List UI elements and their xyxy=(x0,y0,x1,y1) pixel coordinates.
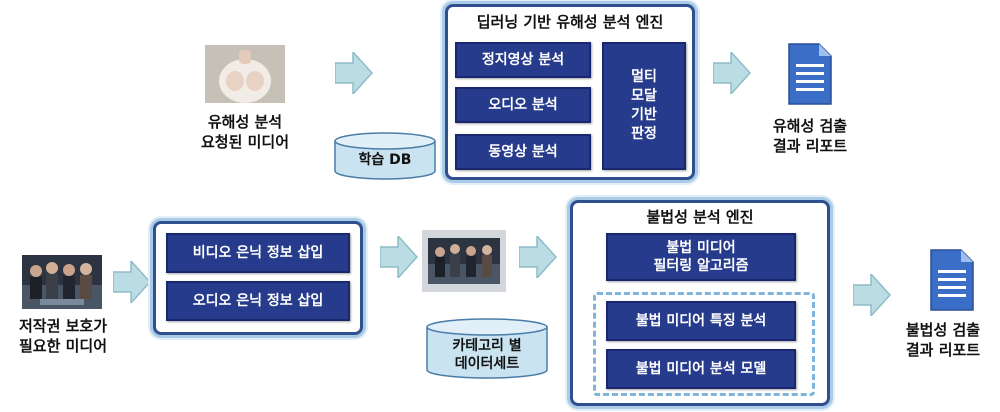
database-cylinder-icon xyxy=(334,132,436,180)
top-output-label: 유해성 검출 결과 리포트 xyxy=(772,117,848,155)
training-db-label: 학습 DB xyxy=(358,152,412,168)
embedded-media-photo xyxy=(422,230,506,292)
audio-hidden-info-insert-box: 오디오 은닉 정보 삽입 xyxy=(166,281,350,321)
bottom-output-label: 불법성 검출 결과 리포트 xyxy=(905,321,981,359)
still-image-analysis-box: 정지영상 분석 xyxy=(455,42,591,78)
video-analysis-box: 동영상 분석 xyxy=(455,134,591,170)
illegal-media-analysis-model-box: 불법 미디어 분석 모델 xyxy=(606,349,796,389)
copyright-media-photo xyxy=(22,255,102,309)
audio-analysis-box: 오디오 분석 xyxy=(455,87,591,123)
analysis-module-group xyxy=(593,292,815,396)
category-dataset-db: 카테고리 별 데이터세트 xyxy=(425,318,549,380)
right-arrow-icon xyxy=(380,236,418,278)
video-hidden-info-insert-box: 비디오 은닉 정보 삽입 xyxy=(166,233,350,273)
top-engine-title: 딥러닝 기반 유해성 분석 엔진 xyxy=(476,13,664,31)
top-input-label: 유해성 분석 요청된 미디어 xyxy=(200,113,290,151)
database-cylinder-icon xyxy=(426,318,548,379)
right-arrow-icon xyxy=(853,274,891,316)
category-dataset-label: 카테고리 별 데이터세트 xyxy=(452,338,522,372)
document-icon xyxy=(930,249,974,311)
harmful-media-photo xyxy=(205,45,285,103)
right-arrow-icon xyxy=(713,52,751,94)
bottom-engine-title: 불법성 분석 엔진 xyxy=(646,208,754,226)
right-arrow-icon xyxy=(335,52,373,94)
multimodal-decision-box: 멀티 모달 기반 판정 xyxy=(602,42,686,170)
right-arrow-icon xyxy=(113,261,151,303)
right-arrow-icon xyxy=(519,236,557,278)
training-db: 학습 DB xyxy=(333,132,437,180)
bottom-input-label: 저작권 보호가 필요한 미디어 xyxy=(18,317,108,355)
document-icon xyxy=(788,43,832,105)
illegal-media-filtering-box: 불법 미디어 필터링 알고리즘 xyxy=(606,233,796,281)
illegal-media-feature-analysis-box: 불법 미디어 특징 분석 xyxy=(606,301,796,341)
